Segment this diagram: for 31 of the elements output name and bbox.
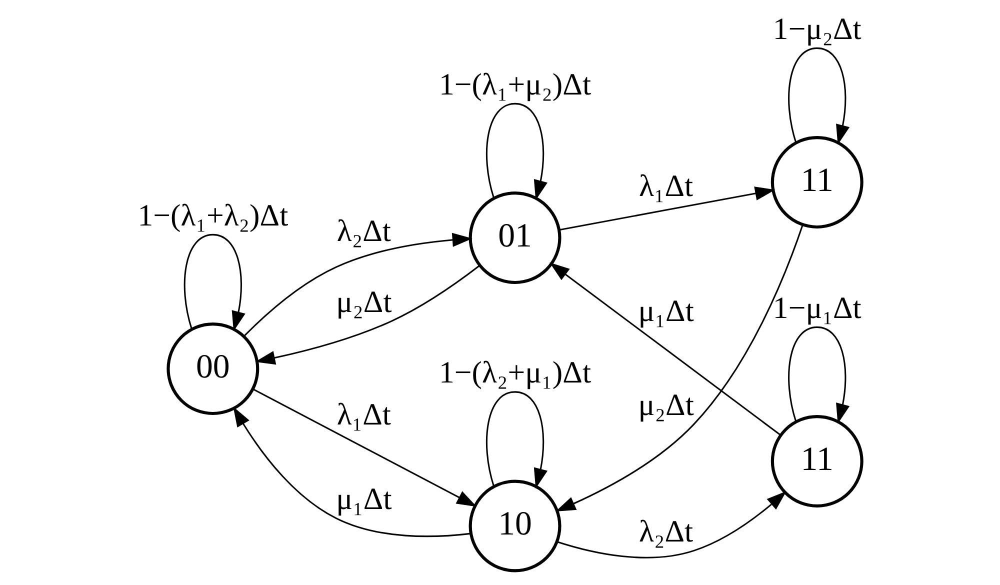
arrow	[550, 262, 781, 436]
arrow	[556, 224, 804, 512]
edge-label: 1−(λ₂+μ₁)Δt	[439, 356, 592, 390]
arrow	[252, 388, 477, 507]
edge-label: 1−(λ₁+λ₂)Δt	[138, 198, 288, 232]
arrow	[788, 326, 850, 424]
node-circle: 01	[468, 192, 562, 284]
edge-label: λ₁Δt	[336, 397, 392, 432]
edge-label: μ₂Δt	[336, 284, 392, 319]
edge-label: μ₂Δt	[638, 388, 694, 422]
edge-label: μ₁Δt	[336, 482, 392, 516]
node-circle: 00	[166, 322, 260, 416]
arrow	[255, 264, 480, 365]
arrow	[233, 406, 472, 538]
arrow	[243, 232, 472, 337]
edge-label: λ₂Δt	[336, 214, 392, 248]
edge-label: λ₂Δt	[639, 514, 694, 548]
arrow	[184, 234, 246, 332]
edge-label: λ₁Δt	[639, 169, 694, 204]
edge-label: 1−(λ₁+μ₂)Δt	[439, 67, 592, 102]
node-circle: 10	[468, 480, 562, 572]
arrow	[486, 102, 548, 200]
arrow	[788, 47, 850, 145]
edge-label: 1−μ₂Δt	[772, 12, 862, 46]
node-circle: 11	[770, 415, 864, 508]
arrow	[559, 186, 776, 231]
edge-label: μ₁Δt	[638, 294, 694, 328]
arrow	[486, 391, 548, 488]
arrow	[556, 491, 786, 558]
node-circle: 11	[770, 136, 864, 229]
edge-label: 1−μ₁Δt	[772, 290, 862, 325]
